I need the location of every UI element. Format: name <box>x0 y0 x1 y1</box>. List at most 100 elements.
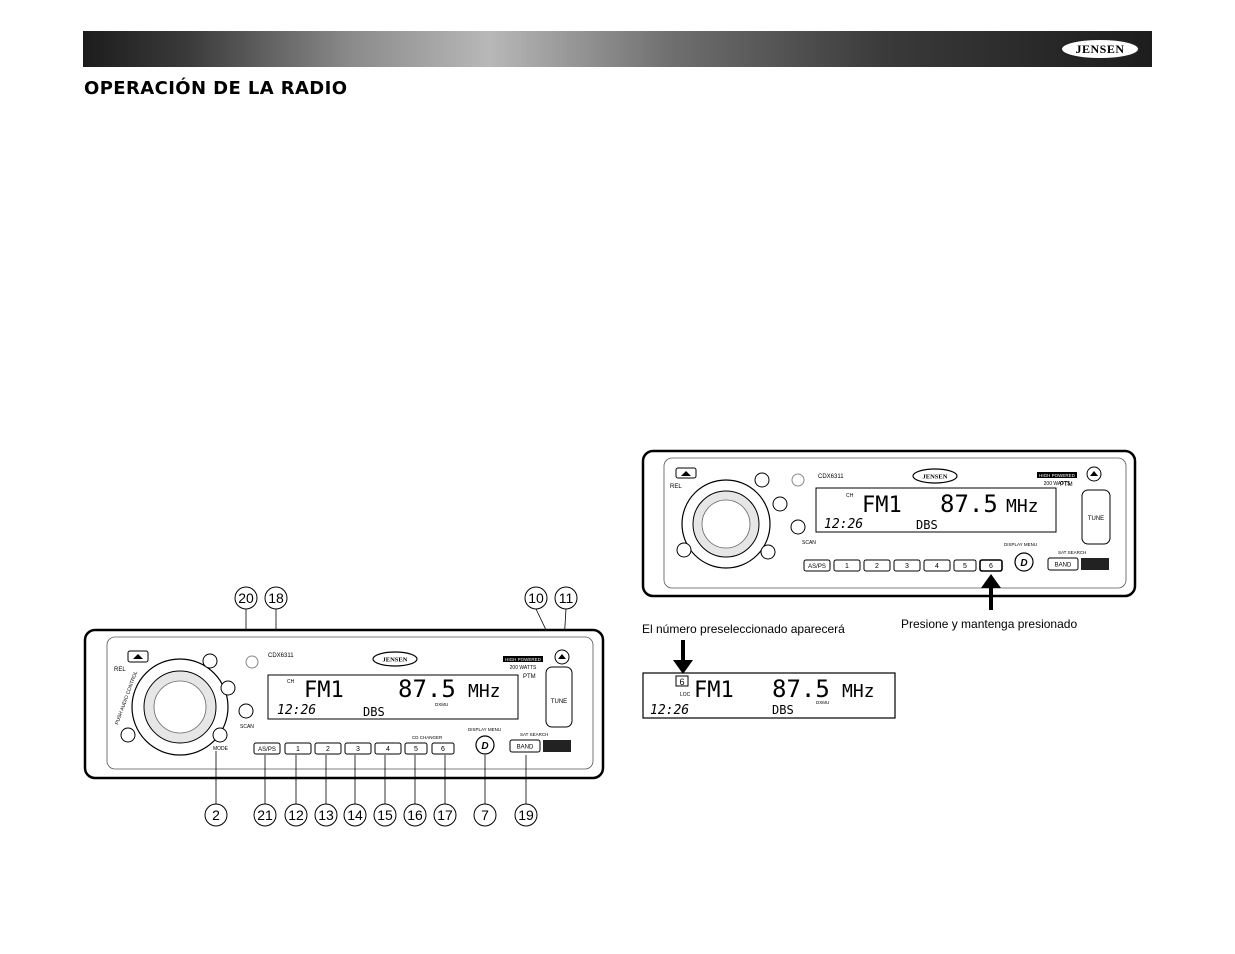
svg-text:MHz: MHz <box>1006 496 1039 517</box>
svg-text:HIGH POWERED: HIGH POWERED <box>1039 473 1076 478</box>
svg-text:MHz: MHz <box>468 681 501 702</box>
preset-appears-caption: El número preseleccionado aparecerá <box>642 622 845 636</box>
svg-text:PTM: PTM <box>1060 482 1073 488</box>
svg-text:FM1: FM1 <box>694 678 734 703</box>
svg-text:DBS: DBS <box>916 518 938 532</box>
svg-text:2: 2 <box>212 807 220 823</box>
svg-text:1: 1 <box>845 563 849 570</box>
svg-text:DISPLAY MENU: DISPLAY MENU <box>1004 542 1037 547</box>
callout-bottom-19: 19 <box>514 803 538 827</box>
svg-text:11: 11 <box>559 590 574 606</box>
callout-bottom-14: 14 <box>343 803 367 827</box>
svg-text:10: 10 <box>528 590 544 606</box>
svg-text:20: 20 <box>238 590 254 606</box>
svg-text:TUNE: TUNE <box>551 699 567 705</box>
svg-text:TUNE: TUNE <box>1088 516 1104 522</box>
preset-2-button[interactable] <box>314 742 342 755</box>
svg-text:BAND: BAND <box>1055 563 1072 569</box>
lcd-zoom: 6 LOC FM1 87.5 MHz 12:26 DBS DXMU <box>642 672 896 719</box>
callout-top-20: 20 <box>234 586 258 610</box>
preset-5-button[interactable] <box>404 742 428 755</box>
svg-text:DBS: DBS <box>363 705 385 719</box>
callout-bottom-21: 21 <box>253 803 277 827</box>
radio-faceplate-preset-diagram: REL SCAN CDX6311 JENSEN HIGH POWERED 200… <box>641 449 1137 610</box>
mode-button[interactable] <box>212 727 228 743</box>
svg-text:SCAN: SCAN <box>240 724 254 730</box>
svg-text:87.5: 87.5 <box>398 675 456 703</box>
svg-text:12: 12 <box>288 807 304 823</box>
press-and-hold-caption: Presione y mantenga presionado <box>901 617 1078 631</box>
svg-text:5: 5 <box>963 563 967 570</box>
svg-text:15: 15 <box>377 807 393 823</box>
svg-text:12:26: 12:26 <box>650 703 689 718</box>
svg-text:MODE: MODE <box>213 746 229 752</box>
callout-bottom-12: 12 <box>284 803 308 827</box>
svg-text:SCAN: SCAN <box>802 540 816 546</box>
svg-text:200 WATTS: 200 WATTS <box>1044 481 1071 487</box>
svg-text:12:26: 12:26 <box>824 517 863 532</box>
tune-rocker[interactable] <box>545 666 573 728</box>
svg-text:SAT SEARCH: SAT SEARCH <box>520 732 548 737</box>
svg-text:HIGH POWERED: HIGH POWERED <box>505 657 542 662</box>
page-title: OPERACIÓN DE LA RADIO <box>84 78 348 99</box>
svg-text:AS/PS: AS/PS <box>258 747 276 753</box>
svg-text:JENSEN: JENSEN <box>923 474 948 481</box>
svg-text:DISPLAY MENU: DISPLAY MENU <box>468 727 501 732</box>
svg-text:3: 3 <box>356 746 360 753</box>
svg-text:87.5: 87.5 <box>772 675 830 703</box>
svg-text:14: 14 <box>347 807 363 823</box>
svg-text:CH: CH <box>287 679 295 685</box>
preset-1-button[interactable] <box>284 742 312 755</box>
svg-text:16: 16 <box>407 807 423 823</box>
svg-text:87.5: 87.5 <box>940 490 998 518</box>
svg-text:CDX6311: CDX6311 <box>818 474 844 480</box>
callout-bottom-16: 16 <box>403 803 427 827</box>
preset-6-button[interactable] <box>431 742 455 755</box>
lcd-display <box>267 674 519 720</box>
preset-asps-button[interactable] <box>253 742 281 755</box>
preset-number: 6 <box>679 677 684 687</box>
header-banner <box>83 31 1152 67</box>
svg-text:DXMU: DXMU <box>816 700 829 705</box>
svg-text:21: 21 <box>257 807 273 823</box>
svg-text:7: 7 <box>481 807 489 823</box>
svg-text:DXMU: DXMU <box>435 702 448 707</box>
svg-text:BAND: BAND <box>517 745 534 751</box>
svg-text:19: 19 <box>518 807 534 823</box>
svg-text:MHz: MHz <box>842 681 875 702</box>
press-hold-arrow-icon <box>981 574 1001 610</box>
svg-text:3: 3 <box>905 563 909 570</box>
svg-text:D: D <box>481 741 488 752</box>
svg-text:4: 4 <box>935 563 939 570</box>
svg-text:D: D <box>1020 558 1027 569</box>
svg-text:REL: REL <box>670 484 682 490</box>
svg-text:5: 5 <box>414 746 418 753</box>
svg-text:6: 6 <box>441 746 445 753</box>
svg-text:JENSEN: JENSEN <box>383 657 408 664</box>
svg-text:AS/PS: AS/PS <box>808 564 826 570</box>
svg-text:1: 1 <box>296 746 300 753</box>
band-button[interactable] <box>509 739 541 753</box>
svg-text:DBS: DBS <box>772 703 794 717</box>
preset-4-button[interactable] <box>374 742 402 755</box>
svg-text:CD CHANGER: CD CHANGER <box>412 735 443 740</box>
power-button[interactable] <box>120 727 136 743</box>
scan-button[interactable] <box>238 703 254 719</box>
svg-text:6: 6 <box>989 563 993 570</box>
svg-text:200 WATTS: 200 WATTS <box>510 665 537 671</box>
svg-text:SAT SEARCH: SAT SEARCH <box>1058 550 1086 555</box>
jensen-logo: JENSEN <box>1060 38 1140 60</box>
svg-text:2: 2 <box>326 746 330 753</box>
svg-text:2: 2 <box>875 563 879 570</box>
radio-faceplate-diagram: 20 18 10 11 REL PUSH AUDIO CONTROL MODE … <box>83 586 605 827</box>
svg-text:17: 17 <box>437 807 453 823</box>
svg-text:REL: REL <box>114 667 126 673</box>
callout-top-10: 10 <box>524 586 548 610</box>
preset-3-button[interactable] <box>344 742 372 755</box>
svg-text:PTM: PTM <box>523 674 536 680</box>
callout-bottom-2: 2 <box>204 803 228 827</box>
display-button[interactable] <box>475 735 495 755</box>
callout-bottom-7: 7 <box>473 803 497 827</box>
svg-text:18: 18 <box>268 590 284 606</box>
svg-text:CH: CH <box>846 493 854 499</box>
